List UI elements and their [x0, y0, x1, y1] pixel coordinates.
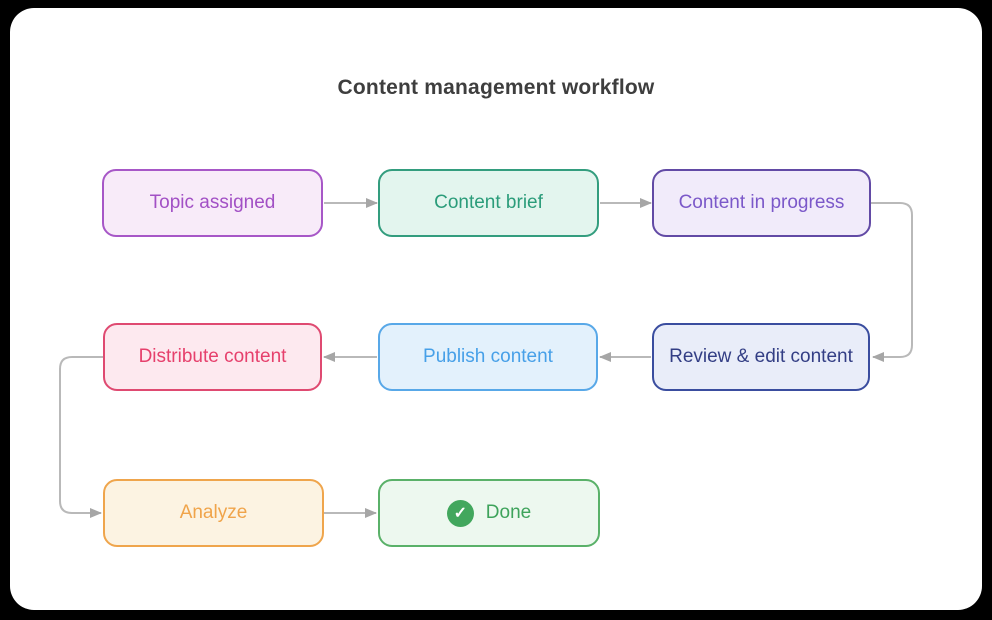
node-done[interactable]: ✓ Done: [378, 479, 600, 547]
node-label: Topic assigned: [149, 192, 276, 213]
node-label: Done: [485, 502, 532, 523]
node-label: Content in progress: [678, 192, 845, 213]
node-label: Publish content: [423, 346, 553, 367]
node-content-brief[interactable]: Content brief: [378, 169, 599, 237]
node-label: Analyze: [179, 502, 248, 523]
node-label: Distribute content: [138, 346, 287, 367]
node-distribute-content[interactable]: Distribute content: [103, 323, 322, 391]
node-analyze[interactable]: Analyze: [103, 479, 324, 547]
node-label: Review & edit content: [669, 346, 853, 367]
check-circle-icon: ✓: [446, 499, 474, 527]
node-content-in-progress[interactable]: Content in progress: [652, 169, 871, 237]
node-review-edit-content[interactable]: Review & edit content: [652, 323, 870, 391]
diagram-title: Content management workflow: [337, 76, 655, 99]
node-topic-assigned[interactable]: Topic assigned: [102, 169, 323, 237]
node-label: Content brief: [434, 192, 543, 213]
node-publish-content[interactable]: Publish content: [378, 323, 598, 391]
